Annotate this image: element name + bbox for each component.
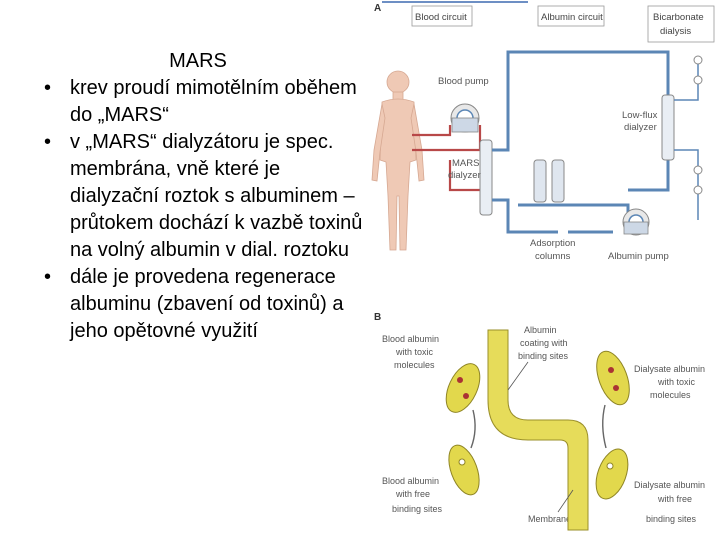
albumin-molecule-blood-toxic	[445, 363, 481, 413]
bullet-symbol: •	[44, 266, 52, 288]
dialysate-free-label-1: Dialysate albumin	[634, 480, 705, 490]
slide-title: MARS	[169, 50, 227, 72]
membrane-label: Membrane	[528, 514, 571, 524]
mars-diagram-svg: A Blood circuit Albumin circuit Bicarbon…	[371, 1, 715, 531]
albumin-pump-label: Albumin pump	[608, 251, 669, 262]
adsorption-label-2: columns	[535, 251, 571, 262]
dialysate-free-label-3: binding sites	[646, 514, 697, 524]
albumin-molecule-blood-free	[448, 444, 480, 496]
low-flux-label-2: dialyzer	[624, 122, 657, 133]
albumin-molecule-dialysate-free	[595, 448, 629, 500]
dialysate-toxic-label-2: with toxic	[657, 377, 696, 387]
coating-label-1: Albumin	[524, 325, 557, 335]
blood-free-label-3: binding sites	[392, 504, 443, 514]
bullet-text: v „MARS“ dialyzátoru je spec. membrána, …	[70, 131, 363, 261]
tab-blood-circuit	[411, 5, 473, 27]
bicarbonate-circuit-tubes	[674, 62, 699, 220]
blood-toxic-label-1: Blood albumin	[382, 334, 439, 344]
panel-b-letter: B	[374, 312, 381, 323]
albumin-pump-icon	[622, 208, 650, 236]
low-flux-dialyzer	[661, 94, 675, 161]
bullet-symbol: •	[44, 131, 52, 153]
bullet-symbol: •	[44, 77, 52, 99]
adsorption-label-1: Adsorption	[530, 238, 575, 249]
dialysate-free-label-2: with free	[657, 494, 692, 504]
blood-free-label-2: with free	[395, 489, 430, 499]
bullet-list: • krev proudí mimotělním oběhem do „MARS…	[38, 75, 368, 345]
coating-label-2: coating with	[520, 338, 568, 348]
albumin-molecule-dialysate-toxic	[596, 350, 630, 406]
flow-arrows	[470, 404, 607, 449]
blood-pump-icon	[450, 103, 480, 133]
panel-a-letter: A	[374, 3, 381, 14]
tab-albumin-circuit-label: Albumin circuit	[541, 12, 603, 23]
tab-dialysis-label: dialysis	[660, 26, 691, 37]
human-body-icon	[371, 70, 425, 251]
membrane-shape	[487, 329, 589, 531]
membrane-pointer	[557, 489, 574, 513]
tab-albumin-circuit	[537, 5, 605, 27]
bicarbonate-valves-icon	[693, 55, 703, 195]
albumin-circuit-tubes	[492, 50, 670, 234]
dialysate-toxic-label-3: molecules	[650, 390, 691, 400]
bullet-item: • v „MARS“ dialyzátoru je spec. membrána…	[38, 129, 368, 264]
adsorption-columns	[533, 159, 565, 203]
mars-dialyzer-label-1: MARS	[452, 158, 479, 169]
blood-toxic-label-3: molecules	[394, 360, 435, 370]
tab-bicarbonate-dialysis	[647, 5, 715, 43]
mars-dialyzer-label-2: dialyzer	[448, 170, 481, 181]
blood-toxic-label-2: with toxic	[395, 347, 434, 357]
low-flux-label-1: Low-flux	[622, 110, 658, 121]
mars-diagram-figure: A Blood circuit Albumin circuit Bicarbon…	[368, 0, 720, 540]
coating-label-3: binding sites	[518, 351, 569, 361]
coating-pointer	[507, 361, 529, 391]
bullet-text: dále je provedena regenerace albuminu (z…	[70, 266, 344, 342]
bullet-text: krev proudí mimotělním oběhem do „MARS“	[70, 77, 357, 126]
bullet-item: • krev proudí mimotělním oběhem do „MARS…	[38, 75, 368, 129]
bullet-item: • dále je provedena regenerace albuminu …	[38, 264, 368, 345]
slide-text-block: MARS • krev proudí mimotělním oběhem do …	[38, 48, 368, 345]
blood-free-label-1: Blood albumin	[382, 476, 439, 486]
tab-bicarbonate-label: Bicarbonate	[653, 12, 704, 23]
mars-dialyzer	[479, 139, 493, 216]
tab-blood-circuit-label: Blood circuit	[415, 12, 467, 23]
dialysate-toxic-label-1: Dialysate albumin	[634, 364, 705, 374]
blood-pump-label: Blood pump	[438, 76, 489, 87]
